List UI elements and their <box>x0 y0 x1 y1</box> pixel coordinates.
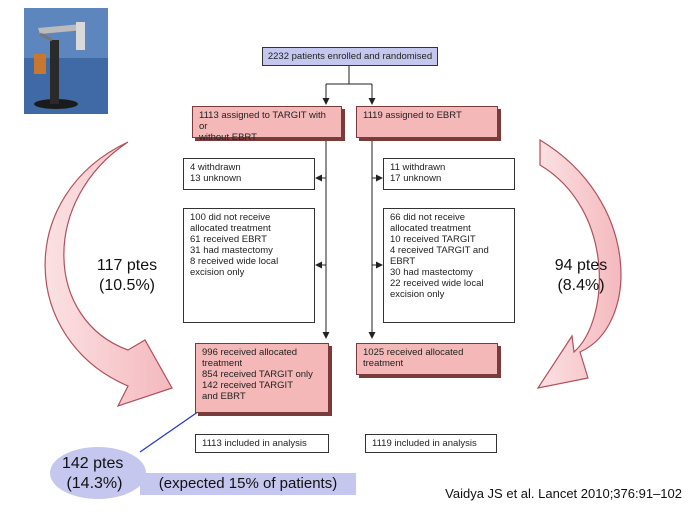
left-curved-arrow <box>44 141 173 408</box>
left-assigned-box: 1113 assigned to TARGIT with or without … <box>192 106 342 143</box>
citation: Vaidya JS et al. Lancet 2010;376:91–102 <box>445 486 682 501</box>
left-received-box: 996 received allocated treatment 854 rec… <box>195 343 329 413</box>
left-not-received-box: 100 did not receive allocated treatment … <box>183 208 315 323</box>
left-analysis-box: 1113 included in analysis <box>195 434 329 453</box>
right-received-box: 1025 received allocated treatment <box>356 343 498 375</box>
bubble-ptes-label: 142 ptes (14.3%) <box>62 455 124 492</box>
expected-label: (expected 15% of patients) <box>140 473 356 495</box>
targit-device-photo-icon <box>24 8 108 114</box>
right-assigned-box: 1119 assigned to EBRT <box>356 106 498 138</box>
left-ptes-label: 117 ptes (10.5%) <box>96 257 158 294</box>
enrolled-box: 2232 patients enrolled and randomised <box>262 47 438 66</box>
highlight-bubble <box>50 447 146 499</box>
right-not-received-box: 66 did not receive allocated treatment 1… <box>383 208 515 323</box>
right-curved-arrow <box>536 138 622 389</box>
left-withdrawn-box: 4 withdrawn 13 unknown <box>183 158 315 190</box>
right-ptes-label: 94 ptes (8.4%) <box>554 257 608 294</box>
right-analysis-box: 1119 included in analysis <box>365 434 497 453</box>
right-withdrawn-box: 11 withdrawn 17 unknown <box>383 158 515 190</box>
